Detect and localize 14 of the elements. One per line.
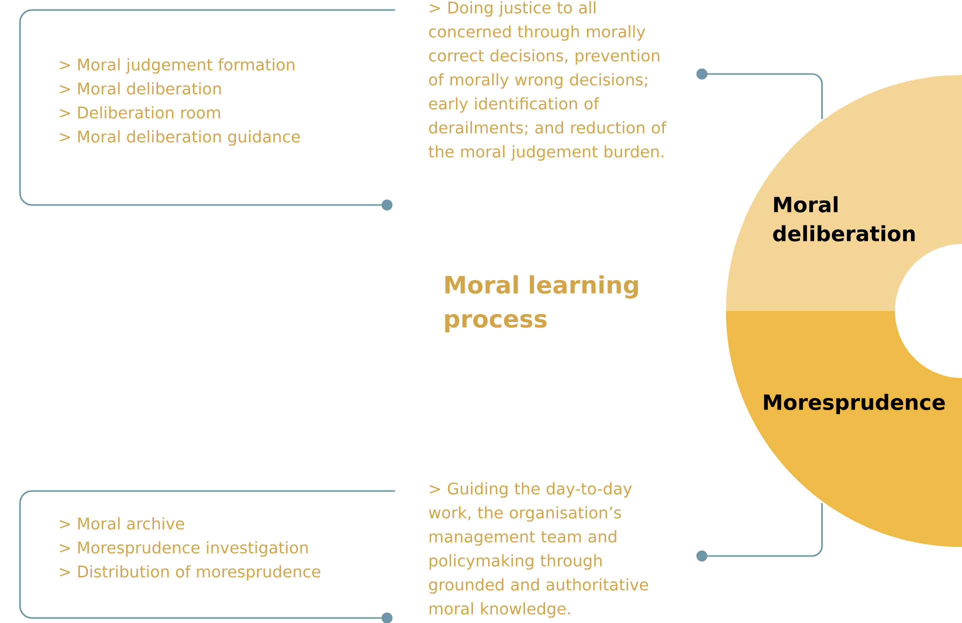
- node-label: > Distribution of moresprudence: [60, 565, 320, 581]
- node-label: > Moresprudence investigation: [60, 541, 308, 557]
- connector: [696, 503, 823, 562]
- node-label: > Moral deliberation: [60, 82, 221, 95]
- node-label: > Moral judgement formation: [60, 58, 294, 74]
- node-label: Moral deliberation: [773, 196, 915, 242]
- heading: Moral learning process: [445, 275, 638, 332]
- node-text: > Guiding the day-to-day work, the organisation’s management team and policymaking through grounded and authoritative moral knowledge.: [428, 482, 648, 618]
- node-text: > Doing justice to all concerned through morally correct decisions, prevention of morally wrong decisions; early identification of derailments; and reduction of the moral judgement burden.: [428, 1, 667, 161]
- node-label: > Moral deliberation guidance: [60, 130, 300, 146]
- connector: [696, 68, 823, 119]
- node-label: Moresprudence: [764, 394, 945, 414]
- node-label: > Moral archive: [60, 517, 184, 530]
- node-label: > Deliberation room: [60, 106, 220, 119]
